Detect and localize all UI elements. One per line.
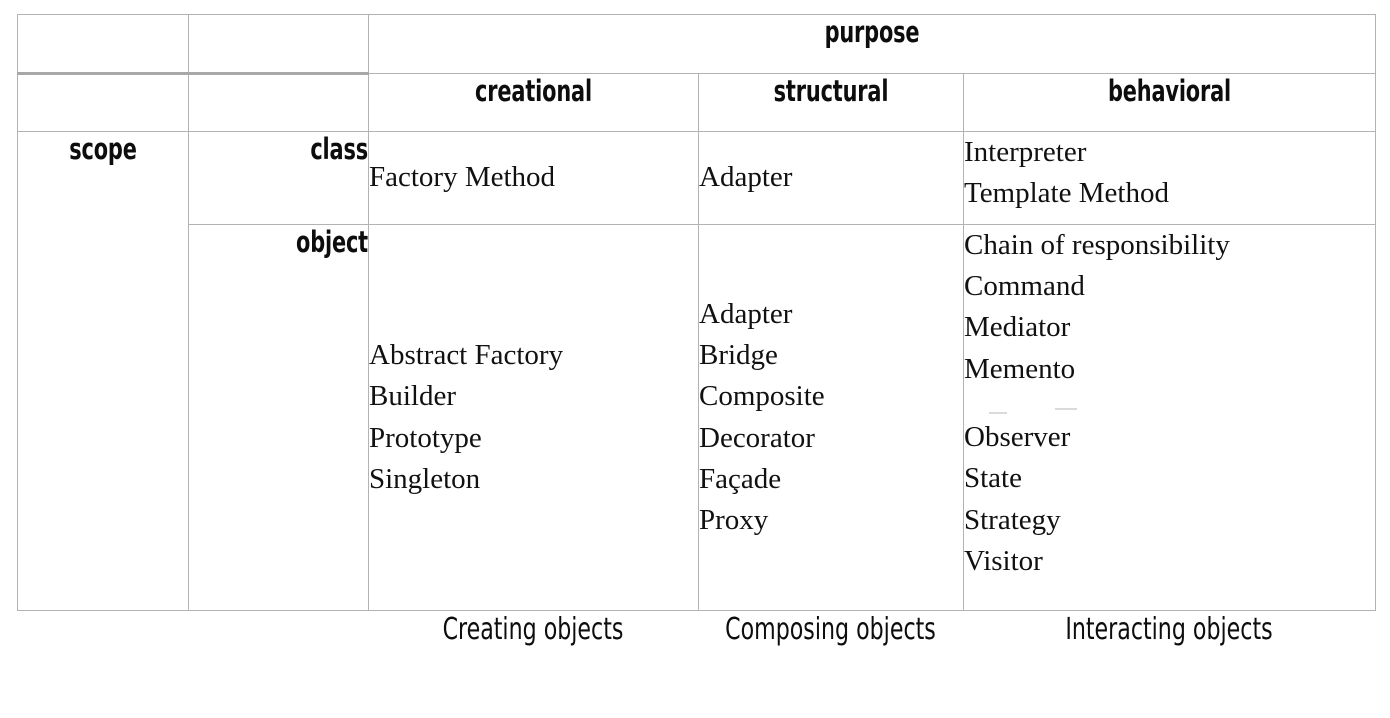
cell-class-creational: Factory Method bbox=[368, 131, 699, 225]
table-row-class: scope class Factory Method Adapter Inter… bbox=[17, 131, 1376, 611]
pattern-item: Factory Method bbox=[369, 161, 556, 194]
pattern-item: Mediator bbox=[964, 311, 1071, 344]
scope-axis-label-cell: scope bbox=[17, 131, 189, 611]
cell-class-structural: Adapter bbox=[698, 131, 964, 225]
caption-spacer-kind bbox=[188, 612, 368, 649]
caption-structural-text: Composing objects bbox=[725, 612, 936, 647]
column-header-creational-label: creational bbox=[475, 74, 592, 108]
pattern-item: Adapter bbox=[699, 161, 793, 194]
purpose-header-cell: purpose bbox=[368, 14, 1376, 74]
pattern-item-blank bbox=[964, 390, 1375, 418]
pattern-item: Adapter bbox=[699, 297, 793, 330]
caption-behavioral-text: Interacting objects bbox=[1065, 612, 1273, 647]
pattern-item: Abstract Factory bbox=[369, 339, 564, 372]
pattern-item: Prototype bbox=[369, 421, 482, 454]
pattern-item: Observer bbox=[964, 421, 1071, 454]
pattern-item: Interpreter bbox=[964, 136, 1087, 168]
table-row-object: object Abstract Factory Builder Prototyp… bbox=[18, 224, 1376, 611]
table-row-purpose-subheaders: creational structural behavioral bbox=[17, 73, 1376, 132]
row-header-class: class bbox=[188, 131, 369, 225]
pattern-item: Command bbox=[964, 270, 1085, 303]
scope-axis-label: scope bbox=[69, 132, 137, 166]
pattern-item: Memento bbox=[964, 352, 1076, 385]
caption-row: Creating objects Composing objects Inter… bbox=[17, 612, 1375, 649]
pattern-item: Visitor bbox=[964, 544, 1043, 577]
caption-spacer-scope bbox=[17, 612, 188, 649]
caption-creational: Creating objects bbox=[368, 612, 698, 649]
row-header-class-label: class bbox=[310, 132, 368, 166]
pattern-item: Decorator bbox=[699, 421, 815, 454]
pattern-item: State bbox=[964, 462, 1022, 495]
pattern-item: Singleton bbox=[369, 462, 481, 495]
column-header-behavioral: behavioral bbox=[963, 73, 1376, 132]
cell-class-behavioral: Interpreter Template Method bbox=[963, 131, 1376, 225]
corner-cell-second-left bbox=[17, 73, 189, 132]
corner-cell-top-left bbox=[17, 14, 189, 75]
caption-behavioral: Interacting objects bbox=[963, 612, 1375, 649]
row-header-object-label: object bbox=[296, 225, 368, 259]
design-patterns-table: purpose creational structural behavioral bbox=[17, 14, 1376, 611]
column-header-structural: structural bbox=[698, 73, 964, 132]
pattern-item: Proxy bbox=[699, 503, 769, 536]
corner-cell-top-second bbox=[188, 14, 369, 75]
pattern-item: Bridge bbox=[699, 339, 778, 372]
column-header-behavioral-label: behavioral bbox=[1107, 74, 1232, 108]
pattern-item: Façade bbox=[699, 462, 782, 495]
table-row-purpose-header: purpose bbox=[17, 14, 1376, 75]
caption-structural: Composing objects bbox=[698, 612, 963, 649]
pattern-item: Composite bbox=[699, 380, 825, 413]
pattern-item: Chain of responsibility bbox=[964, 229, 1230, 261]
cell-object-creational: Abstract Factory Builder Prototype Singl… bbox=[368, 224, 699, 611]
column-header-structural-label: structural bbox=[773, 74, 889, 108]
column-header-creational: creational bbox=[368, 73, 699, 132]
corner-cell-second-second bbox=[188, 73, 369, 132]
caption-creational-text: Creating objects bbox=[442, 612, 624, 647]
cell-object-structural: Adapter Bridge Composite Decorator Façad… bbox=[698, 224, 964, 611]
row-header-object: object bbox=[188, 224, 369, 611]
pattern-item: Strategy bbox=[964, 503, 1061, 536]
pattern-item: Template Method bbox=[964, 177, 1169, 210]
purpose-header-label: purpose bbox=[824, 15, 920, 49]
cell-object-behavioral: Chain of responsibility Command Mediator… bbox=[963, 224, 1376, 611]
pattern-item: Builder bbox=[369, 380, 456, 413]
